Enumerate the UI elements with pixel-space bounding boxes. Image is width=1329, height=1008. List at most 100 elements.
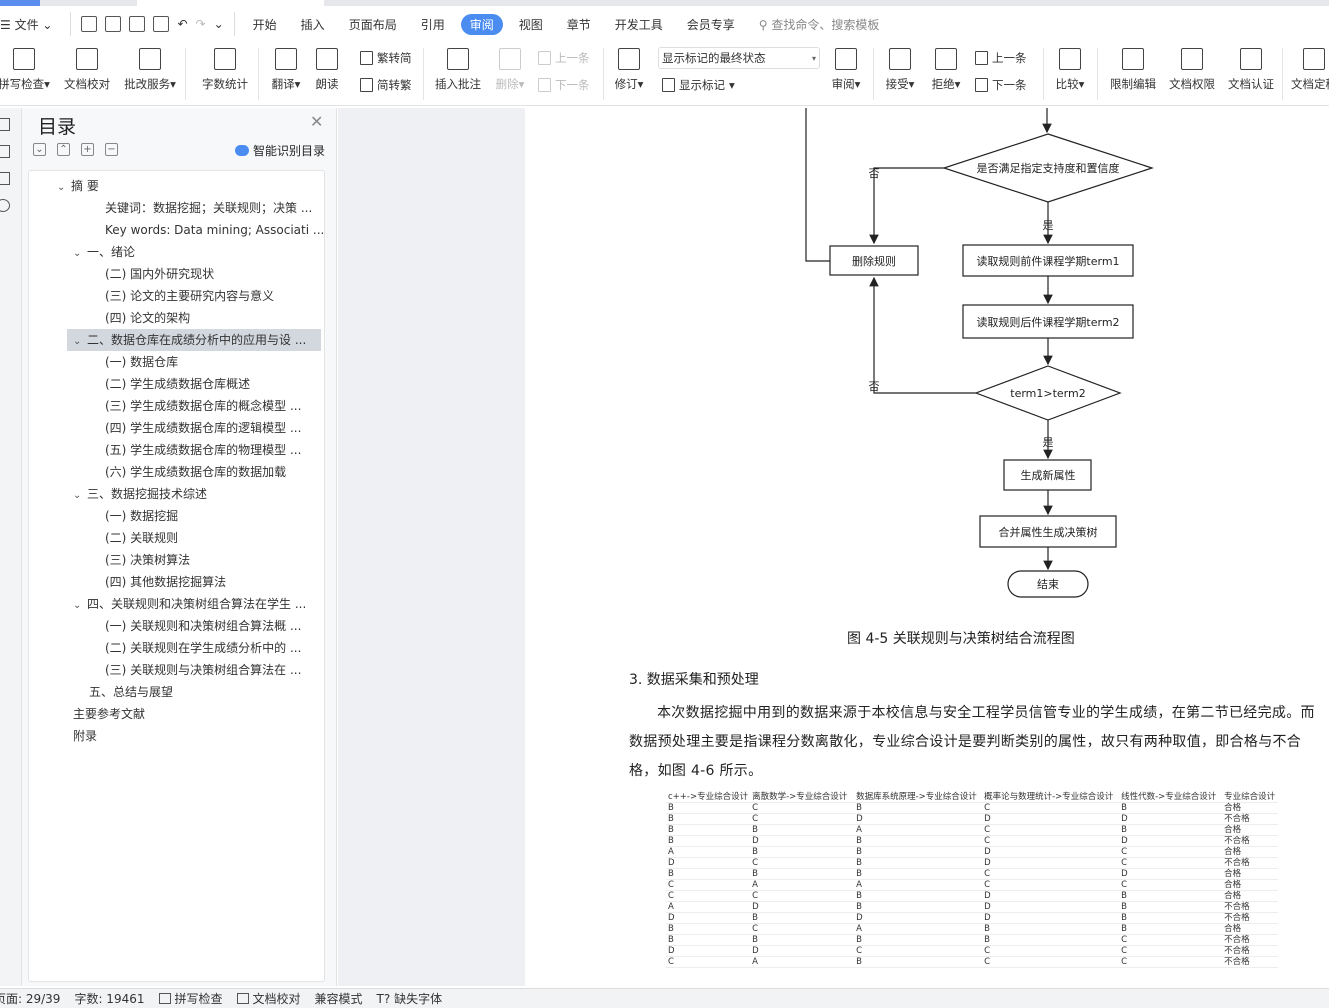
toc-item[interactable]: ⌄一、绪论 bbox=[73, 241, 135, 263]
toc-item[interactable]: ⌄ 三、数据挖掘技术综述 bbox=[73, 483, 207, 505]
collapse-up-icon[interactable]: ⌃ bbox=[57, 143, 70, 156]
toc-item[interactable]: Key words: Data mining; Associati ... bbox=[105, 219, 324, 241]
reject-button[interactable]: 拒绝▾ bbox=[928, 44, 964, 92]
toc-item[interactable]: (二) 关联规则在学生成绩分析中的 ... bbox=[105, 637, 301, 659]
status-spell-check[interactable]: 拼写检查 bbox=[158, 990, 223, 1007]
toc-item[interactable]: 附录 bbox=[73, 725, 97, 747]
wordcount-label: 字数统计 bbox=[202, 77, 248, 91]
more-icon[interactable]: ⌄ bbox=[213, 17, 224, 31]
outline-icon[interactable] bbox=[0, 145, 10, 158]
redo-icon[interactable]: ↷ bbox=[195, 17, 206, 31]
toc-icon[interactable] bbox=[0, 118, 10, 131]
toc-item[interactable]: ⌄四、关联规则和决策树组合算法在学生 ... bbox=[73, 593, 306, 615]
toc-item[interactable]: (三) 论文的主要研究内容与意义 bbox=[105, 285, 274, 307]
document-background bbox=[338, 108, 525, 986]
word-count[interactable]: 字数: 19461 bbox=[74, 992, 145, 1006]
chevron-down-icon[interactable]: ⌄ bbox=[73, 248, 82, 259]
toc-item[interactable]: (一) 数据挖掘 bbox=[105, 505, 178, 527]
toc-item[interactable]: ⌄摘 要 bbox=[57, 175, 99, 197]
collapse-down-icon[interactable]: ⌄ bbox=[33, 143, 46, 156]
accept-button[interactable]: 接受▾ bbox=[882, 44, 918, 92]
spell-check-button[interactable]: 拼写检查▾ bbox=[0, 44, 50, 92]
track-changes-button[interactable]: 修订▾ bbox=[612, 44, 646, 92]
smart-toc-button[interactable]: 智能识别目录 bbox=[235, 142, 325, 159]
toc-item[interactable]: (二) 关联规则 bbox=[105, 527, 178, 549]
status-proofread[interactable]: 文档校对 bbox=[236, 990, 301, 1007]
tab-chapter[interactable]: 章节 bbox=[566, 17, 591, 32]
prev-change-button[interactable]: 上一条 bbox=[975, 50, 1027, 66]
search-nav-icon[interactable] bbox=[0, 199, 10, 212]
expand-icon[interactable]: + bbox=[81, 143, 94, 156]
tab-references[interactable]: 引用 bbox=[420, 17, 445, 32]
missing-font[interactable]: T? 缺失字体 bbox=[377, 990, 443, 1007]
simplified-to-traditional-button[interactable]: 简转繁 bbox=[360, 77, 412, 93]
review-pane-button[interactable]: 审阅▾ bbox=[828, 44, 864, 92]
toc-item[interactable]: (三) 决策树算法 bbox=[105, 549, 190, 571]
toc-item[interactable]: (一) 关联规则和决策树组合算法概 ... bbox=[105, 615, 301, 637]
compare-button[interactable]: 比较▾ bbox=[1052, 44, 1088, 92]
table-cell: D bbox=[666, 857, 751, 869]
delete-comment-button[interactable]: 删除▾ bbox=[492, 44, 528, 92]
toc-item[interactable]: 五、总结与展望 bbox=[89, 681, 173, 703]
tab-developer[interactable]: 开发工具 bbox=[614, 17, 663, 32]
review-ribbon: 拼写检查▾ 文档校对 批改服务▾ 字数统计 翻译▾ 朗读 繁转简 简转繁 插入批… bbox=[0, 42, 1329, 106]
chevron-down-icon[interactable]: ⌄ bbox=[73, 600, 82, 611]
insert-comment-button[interactable]: 插入批注 bbox=[433, 44, 483, 92]
restrict-editing-button[interactable]: 限制编辑 bbox=[1107, 44, 1159, 92]
collapse-icon[interactable]: − bbox=[105, 143, 118, 156]
toc-item[interactable]: (二) 国内外研究现状 bbox=[105, 263, 214, 285]
translate-button[interactable]: 翻译▾ bbox=[268, 44, 304, 92]
word-count-button[interactable]: 字数统计 bbox=[199, 44, 251, 92]
tab-start[interactable]: 开始 bbox=[252, 17, 277, 32]
toc-item[interactable]: ⌄二、数据仓库在成绩分析中的应用与设 ... bbox=[67, 329, 321, 351]
document-permission-button[interactable]: 文档权限 bbox=[1166, 44, 1218, 92]
toc-item-label: 五、总结与展望 bbox=[89, 685, 174, 699]
table-cell: C bbox=[1119, 956, 1223, 968]
toc-item-label: 三、数据挖掘技术综述 bbox=[87, 487, 208, 501]
command-search[interactable]: ⚲ 查找命令、搜索模板 bbox=[759, 16, 880, 33]
toc-item[interactable]: (二) 学生成绩数据仓库概述 bbox=[105, 373, 250, 395]
toc-item[interactable]: (三) 学生成绩数据仓库的概念模型 ... bbox=[105, 395, 301, 417]
toc-item[interactable]: (五) 学生成绩数据仓库的物理模型 ... bbox=[105, 439, 301, 461]
next-comment-button[interactable]: 下一条 bbox=[538, 77, 590, 93]
tab-view[interactable]: 视图 bbox=[518, 17, 543, 32]
next-change-button[interactable]: 下一条 bbox=[975, 77, 1027, 93]
print-icon[interactable] bbox=[129, 16, 146, 32]
tab-layout[interactable]: 页面布局 bbox=[348, 17, 397, 32]
toc-item[interactable]: (四) 论文的架构 bbox=[105, 307, 190, 329]
table-cell: B bbox=[1119, 890, 1223, 902]
file-menu[interactable]: ☰ 文件 ⌄ bbox=[0, 17, 53, 32]
toc-item[interactable]: (六) 学生成绩数据仓库的数据加载 bbox=[105, 461, 286, 483]
chevron-down-icon[interactable]: ⌄ bbox=[73, 336, 82, 347]
toc-item[interactable]: (三) 关联规则与决策树组合算法在 ... bbox=[105, 659, 301, 681]
undo-icon[interactable]: ↶ bbox=[177, 17, 188, 31]
document-certify-button[interactable]: 文档认证 bbox=[1225, 44, 1277, 92]
chevron-down-icon[interactable]: ⌄ bbox=[57, 182, 66, 193]
toc-item[interactable]: 主要参考文献 bbox=[73, 703, 145, 725]
chevron-down-icon[interactable]: ⌄ bbox=[73, 490, 82, 501]
proofread-button[interactable]: 文档校对 bbox=[62, 44, 112, 92]
tab-member[interactable]: 会员专享 bbox=[686, 17, 735, 32]
read-aloud-button[interactable]: 朗读 bbox=[312, 44, 342, 92]
print-preview-icon[interactable] bbox=[153, 16, 170, 32]
prev-comment-button[interactable]: 上一条 bbox=[538, 50, 590, 66]
traditional-to-simplified-button[interactable]: 繁转简 bbox=[360, 50, 412, 66]
export-icon[interactable] bbox=[105, 16, 122, 32]
toc-item[interactable]: 关键词：数据挖掘；关联规则；决策 ... bbox=[105, 197, 312, 219]
correction-service-button[interactable]: 批改服务▾ bbox=[120, 44, 180, 92]
close-icon[interactable]: ✕ bbox=[310, 112, 324, 131]
toc-item[interactable]: (一) 数据仓库 bbox=[105, 351, 178, 373]
toc-item[interactable]: (四) 学生成绩数据仓库的逻辑模型 ... bbox=[105, 417, 301, 439]
bookmark-icon[interactable] bbox=[0, 172, 10, 185]
finalize-button[interactable]: 文档定稿 bbox=[1288, 44, 1329, 92]
page-count[interactable]: 页面: 29/39 bbox=[0, 992, 61, 1006]
word-count-icon bbox=[214, 48, 236, 70]
save-icon[interactable] bbox=[81, 16, 98, 32]
toc-item[interactable]: (四) 其他数据挖掘算法 bbox=[105, 571, 226, 593]
markup-mode-select[interactable]: 显示标记的最终状态▾ bbox=[658, 47, 820, 69]
table-cell: D bbox=[854, 813, 983, 825]
show-markup-button[interactable]: 显示标记▾ bbox=[662, 77, 735, 93]
tab-review[interactable]: 审阅 bbox=[460, 13, 503, 35]
tab-insert[interactable]: 插入 bbox=[300, 17, 325, 32]
